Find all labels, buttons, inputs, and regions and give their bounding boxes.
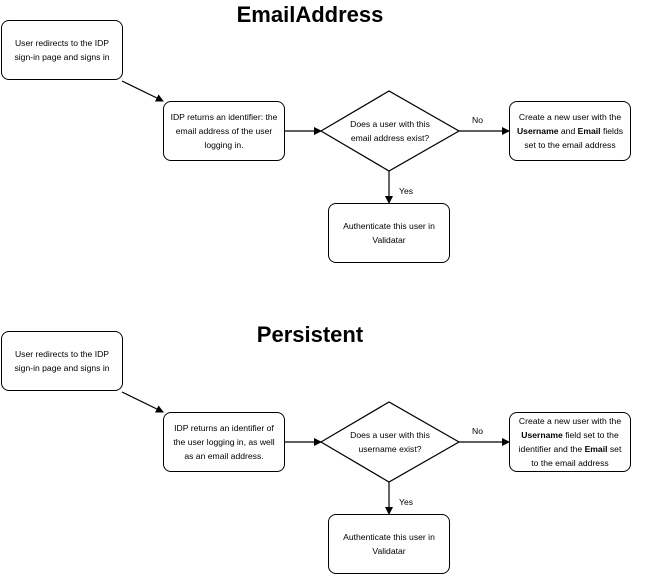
field-name: Email [577, 126, 601, 136]
arrow-start-to-identifier [121, 80, 164, 102]
authenticate-text: Authenticate this user in Validatar [343, 532, 435, 556]
create-user-text-part: field set to the identifier and the [518, 430, 619, 454]
decision-text: Does a user with this email address exis… [350, 119, 430, 143]
start-text: User redirects to the IDP sign-in page a… [14, 349, 110, 373]
create-user-text: Create a new user with the Username fiel… [515, 414, 625, 470]
flow-title: EmailAddress [236, 2, 384, 27]
edge-label-yes: Yes [399, 497, 414, 507]
create-user-text: Create a new user with the Username and … [515, 110, 625, 152]
edge-label-yes: Yes [399, 186, 414, 196]
start-text: User redirects to the IDP sign-in page a… [14, 38, 110, 62]
create-user-text-part: Create a new user with the [518, 416, 622, 426]
create-user-text-part: fields set to the email address [524, 126, 624, 150]
authenticate-text: Authenticate this user in Validatar [343, 221, 435, 245]
identifier-box: IDP returns an identifier: the email add… [163, 101, 285, 161]
authenticate-box: Authenticate this user in Validatar [328, 203, 450, 263]
arrow-start-to-identifier [121, 391, 164, 413]
flow-title: Persistent [256, 322, 364, 347]
create-user-box: Create a new user with the Username fiel… [509, 412, 631, 472]
identifier-box: IDP returns an identifier of the user lo… [163, 412, 285, 472]
edge-label-no: No [472, 426, 483, 436]
create-user-text-part: Create a new user with the [518, 112, 622, 122]
identifier-text: IDP returns an identifier of the user lo… [173, 423, 275, 461]
start-box: User redirects to the IDP sign-in page a… [1, 331, 123, 391]
field-name: Username [521, 430, 563, 440]
decision-text: Does a user with this username exist? [350, 430, 430, 454]
create-user-text-part: set to the email address [531, 444, 622, 468]
create-user-box: Create a new user with the Username and … [509, 101, 631, 161]
edge-label-no: No [472, 115, 483, 125]
identifier-text: IDP returns an identifier: the email add… [170, 112, 278, 150]
start-box: User redirects to the IDP sign-in page a… [1, 20, 123, 80]
authenticate-box: Authenticate this user in Validatar [328, 514, 450, 574]
field-name: Username [516, 126, 559, 136]
create-user-text-part: and [558, 126, 578, 136]
field-name: Email [584, 444, 608, 454]
